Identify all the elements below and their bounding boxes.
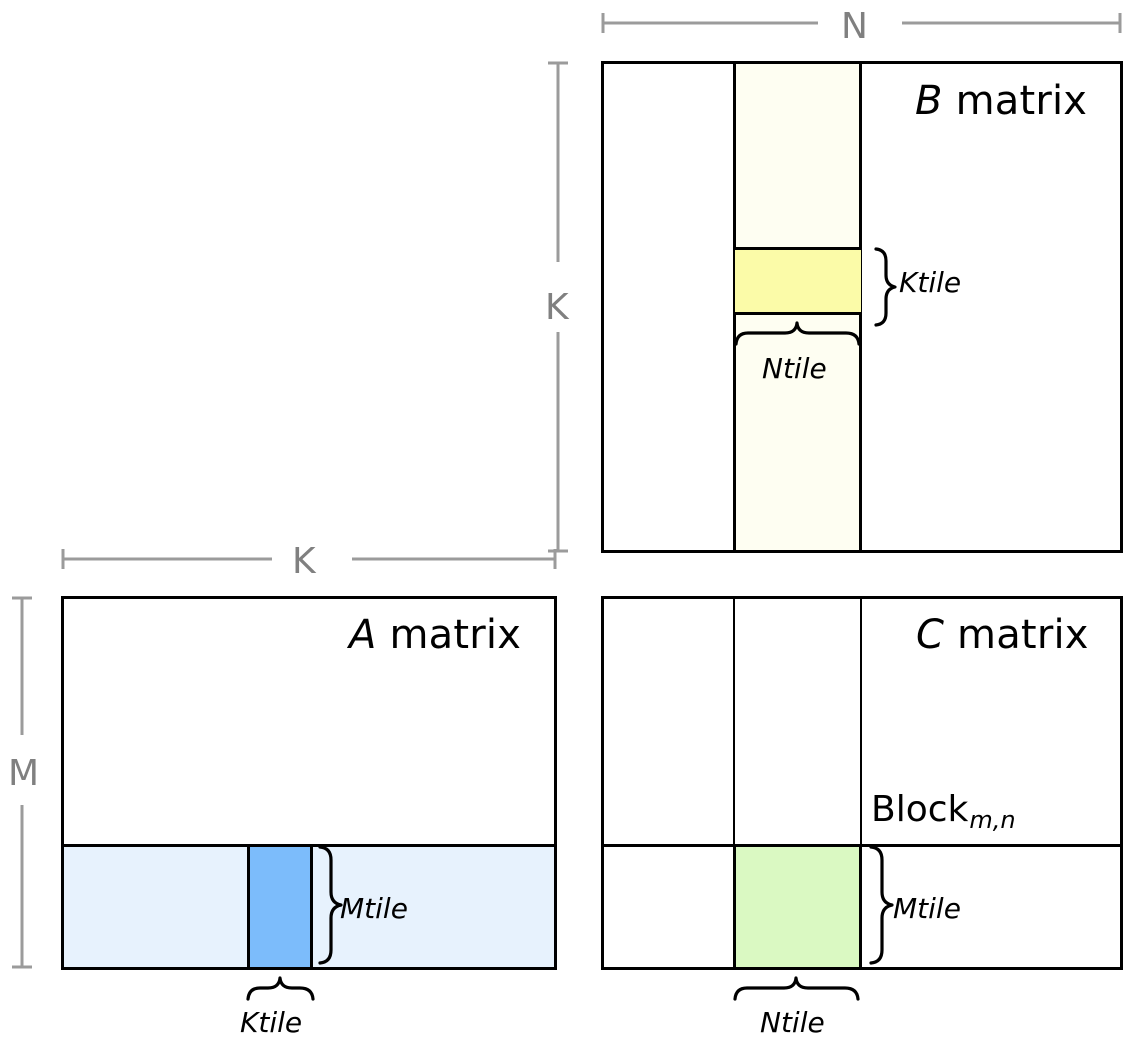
b-matrix-label: B matrix: [915, 78, 1087, 124]
b-strip-left-line: [733, 61, 736, 553]
a-tile-right-line: [310, 844, 313, 970]
a-matrix-label-italic: A: [349, 612, 377, 658]
a-matrix-label: A matrix: [349, 612, 521, 658]
c-matrix-box: [601, 596, 1123, 970]
brace-a-ktile: [246, 976, 315, 1001]
a-strip-top-line: [61, 844, 557, 847]
c-matrix-label-italic: C: [916, 612, 945, 658]
a-ktile-label: Ktile: [240, 1006, 303, 1039]
c-col-right-line: [860, 596, 862, 970]
c-mtile-label: Mtile: [893, 892, 961, 925]
brace-c-ntile: [733, 976, 860, 1001]
dim-label-k-vertical: K: [545, 287, 569, 328]
c-matrix-label: C matrix: [916, 612, 1089, 658]
b-ntile-label: Ntile: [762, 352, 827, 385]
b-tile-bottom-line: [733, 312, 862, 315]
a-matrix-label-rest: matrix: [376, 612, 522, 658]
b-matrix-label-rest: matrix: [942, 78, 1088, 124]
c-tile-right-line: [859, 844, 862, 970]
a-mtile-label: Mtile: [340, 892, 408, 925]
c-block-label-subscript: m,n: [969, 806, 1016, 834]
b-tile-top-line: [733, 247, 862, 250]
b-tile-highlight: [735, 250, 861, 312]
dim-label-m: M: [8, 753, 40, 794]
a-tile-left-line: [247, 844, 250, 970]
dim-label-n: N: [841, 6, 868, 47]
c-matrix-label-rest: matrix: [944, 612, 1089, 658]
c-col-left-line: [733, 596, 735, 970]
dim-label-k-horizontal: K: [292, 541, 316, 582]
b-ktile-label: Ktile: [899, 266, 962, 299]
c-tile-left-line: [733, 844, 736, 970]
c-ntile-label: Ntile: [760, 1006, 825, 1039]
b-matrix-label-italic: B: [915, 78, 943, 124]
b-matrix-box: [601, 61, 1123, 553]
c-block-label-text: Block: [871, 789, 969, 830]
a-tile-highlight: [249, 847, 311, 967]
c-block-label: Blockm,n: [871, 789, 1016, 834]
c-row-divider-line: [601, 844, 1123, 847]
c-tile-highlight: [735, 847, 861, 967]
